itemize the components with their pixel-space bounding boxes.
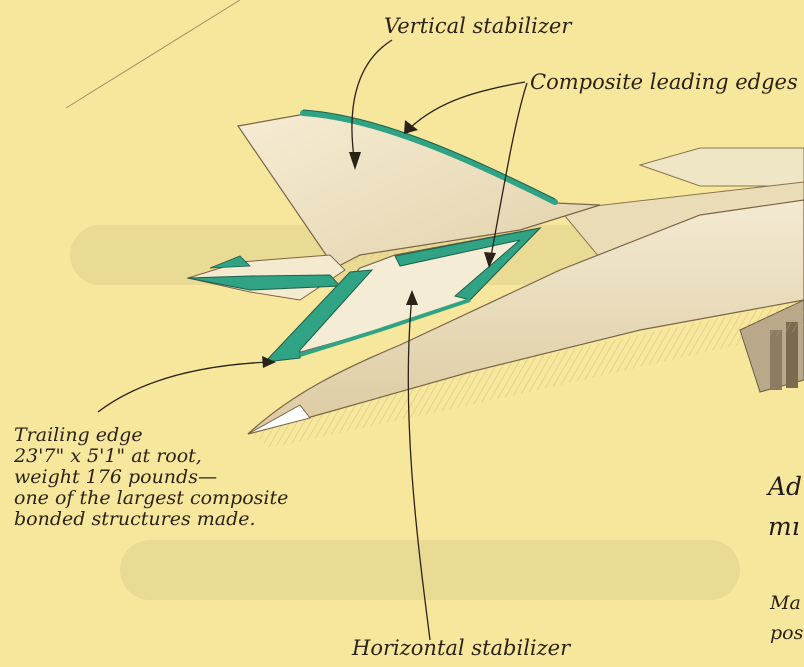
cropped-heading-line: Ad <box>768 467 802 507</box>
label-horizontal-stabilizer: Horizontal stabilizer <box>352 636 570 660</box>
label-vertical-stabilizer: Vertical stabilizer <box>384 14 571 38</box>
trailing-edge-note-line: one of the largest composite <box>14 488 288 509</box>
leader-trailing-edge <box>98 362 270 412</box>
trailing-edge-note-line: weight 176 pounds— <box>14 467 288 488</box>
cropped-body-line: pos <box>770 618 803 648</box>
leader-composite-edge-fin <box>410 82 525 128</box>
label-composite-leading-edges: Composite leading edges <box>530 70 798 94</box>
right-wing-shape <box>640 148 804 186</box>
cropped-body-line: Ma <box>770 588 803 618</box>
cropped-body-text: Ma pos <box>770 588 803 648</box>
background-hairline <box>66 0 240 108</box>
trailing-edge-note: Trailing edge 23'7" x 5'1" at root, weig… <box>14 425 288 530</box>
engine-detail-1 <box>770 330 782 390</box>
cropped-heading-line: mı <box>768 507 802 547</box>
trailing-edge-note-line: 23'7" x 5'1" at root, <box>14 446 288 467</box>
trailing-edge-note-line: Trailing edge <box>14 425 288 446</box>
cropped-heading: Ad mı <box>768 467 802 547</box>
trailing-edge-note-line: bonded structures made. <box>14 509 288 530</box>
